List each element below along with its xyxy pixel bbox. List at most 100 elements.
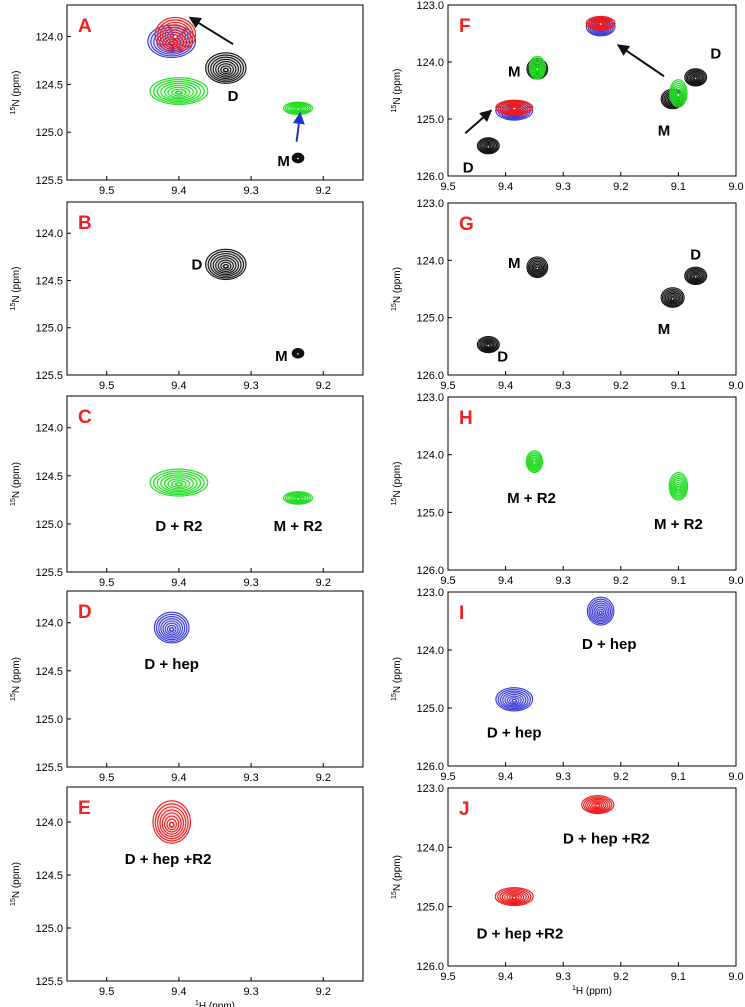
y-tick-label-g-3: 126.0 bbox=[416, 370, 444, 382]
panel-label-j: J bbox=[459, 799, 470, 820]
x-tick-label-i-3: 9.2 bbox=[613, 771, 628, 783]
y-tick-label-c-1: 124.5 bbox=[35, 471, 63, 483]
peak-label-f-2: M bbox=[658, 122, 671, 139]
x-tick-label-e-0: 9.5 bbox=[99, 986, 114, 998]
y-tick-label-j-2: 125.0 bbox=[416, 902, 444, 914]
y-tick-label-i-1: 124.0 bbox=[416, 645, 444, 657]
panel-label-d: D bbox=[78, 602, 92, 623]
y-tick-label-j-3: 126.0 bbox=[416, 961, 444, 973]
y-tick-label-b-2: 125.0 bbox=[35, 323, 63, 335]
peak-h-0-green bbox=[525, 450, 544, 474]
y-axis-label-f: 15N (ppm) bbox=[391, 69, 403, 113]
peak-g-1-black bbox=[526, 256, 549, 279]
x-tick-label-j-0: 9.5 bbox=[440, 971, 455, 983]
y-tick-label-d-1: 124.5 bbox=[35, 666, 63, 678]
x-tick-label-c-2: 9.3 bbox=[243, 577, 258, 589]
x-tick-label-j-3: 9.2 bbox=[613, 971, 628, 983]
y-axis-label-g: 15N (ppm) bbox=[391, 267, 403, 311]
x-tick-label-d-3: 9.2 bbox=[316, 772, 331, 784]
y-tick-label-g-1: 124.0 bbox=[416, 255, 444, 267]
x-tick-label-j-5: 9.0 bbox=[728, 971, 743, 983]
peak-label-j-1: D + hep +R2 bbox=[477, 925, 564, 942]
peak-j-0-red bbox=[581, 795, 615, 815]
peak-a-1-green bbox=[149, 77, 209, 106]
x-tick-label-i-5: 9.0 bbox=[728, 771, 743, 783]
y-tick-label-i-2: 125.0 bbox=[416, 703, 444, 715]
peak-g-2-black bbox=[660, 287, 685, 308]
shift-arrow-a-0 bbox=[188, 16, 234, 46]
plot-frame-e bbox=[66, 786, 364, 982]
y-tick-label-b-3: 125.5 bbox=[35, 370, 63, 382]
peak-label-f-0: M bbox=[508, 64, 521, 81]
y-axis-label-d: 15N (ppm) bbox=[10, 657, 22, 701]
y-tick-label-h-0: 123.0 bbox=[416, 392, 444, 404]
x-tick-label-h-4: 9.1 bbox=[671, 575, 686, 587]
peak-label-i-1: D + hep bbox=[487, 724, 542, 741]
y-axis-label-e: 15N (ppm) bbox=[10, 862, 22, 906]
peak-label-b-1: M bbox=[275, 348, 288, 365]
y-tick-label-d-0: 124.0 bbox=[35, 618, 63, 630]
y-axis-label-h: 15N (ppm) bbox=[391, 462, 403, 506]
y-tick-label-d-2: 125.0 bbox=[35, 714, 63, 726]
y-tick-label-a-3: 125.5 bbox=[35, 175, 63, 187]
x-tick-label-g-5: 9.0 bbox=[728, 380, 743, 392]
x-tick-label-g-0: 9.5 bbox=[440, 380, 455, 392]
peak-label-a-0: D bbox=[228, 88, 239, 105]
peak-label-d-0: D + hep bbox=[144, 656, 199, 673]
peak-e-0-red bbox=[152, 800, 192, 844]
x-tick-label-d-0: 9.5 bbox=[99, 772, 114, 784]
peak-c-0-green bbox=[149, 468, 209, 497]
x-axis-label-j: 1H (ppm) bbox=[572, 985, 612, 997]
peak-f-9-red bbox=[585, 15, 616, 31]
x-tick-label-c-3: 9.2 bbox=[316, 577, 331, 589]
panel-label-g: G bbox=[459, 214, 474, 235]
peak-f-7-red bbox=[495, 99, 534, 116]
x-tick-label-a-3: 9.2 bbox=[316, 185, 331, 197]
y-tick-label-f-1: 124.0 bbox=[416, 57, 444, 69]
shift-arrow-f-1 bbox=[616, 44, 665, 78]
x-tick-label-b-1: 9.4 bbox=[171, 380, 186, 392]
peak-d-0-blue bbox=[153, 611, 190, 644]
peak-label-c-0: D + R2 bbox=[155, 518, 202, 535]
shift-arrow-f-0 bbox=[464, 109, 493, 135]
x-tick-label-i-1: 9.4 bbox=[498, 771, 513, 783]
x-tick-label-i-2: 9.3 bbox=[556, 771, 571, 783]
peak-label-b-0: D bbox=[192, 256, 203, 273]
y-tick-label-e-2: 125.0 bbox=[35, 923, 63, 935]
x-tick-label-h-0: 9.5 bbox=[440, 575, 455, 587]
x-tick-label-c-0: 9.5 bbox=[99, 577, 114, 589]
panel-label-c: C bbox=[78, 407, 92, 428]
y-tick-label-c-0: 124.0 bbox=[35, 423, 63, 435]
y-tick-label-e-3: 125.5 bbox=[35, 976, 63, 988]
peak-g-3-black bbox=[684, 266, 708, 285]
x-tick-label-b-2: 9.3 bbox=[243, 380, 258, 392]
x-tick-label-j-4: 9.1 bbox=[671, 971, 686, 983]
peak-b-1-black bbox=[291, 347, 305, 359]
y-tick-label-f-3: 126.0 bbox=[416, 171, 444, 183]
y-tick-label-c-2: 125.0 bbox=[35, 519, 63, 531]
y-tick-label-i-3: 126.0 bbox=[416, 761, 444, 773]
x-tick-label-g-3: 9.2 bbox=[613, 380, 628, 392]
x-tick-label-j-1: 9.4 bbox=[498, 971, 513, 983]
panel-label-f: F bbox=[459, 16, 471, 37]
x-tick-label-a-1: 9.4 bbox=[171, 185, 186, 197]
x-tick-label-f-2: 9.3 bbox=[556, 181, 571, 193]
peak-f-4-green bbox=[528, 55, 546, 80]
peak-g-0-black bbox=[476, 336, 500, 354]
peak-i-0-blue bbox=[586, 596, 615, 626]
x-tick-label-i-0: 9.5 bbox=[440, 771, 455, 783]
x-tick-label-h-1: 9.4 bbox=[498, 575, 513, 587]
plot-frame-b bbox=[66, 201, 364, 376]
x-tick-label-e-3: 9.2 bbox=[316, 986, 331, 998]
panel-label-b: B bbox=[78, 213, 92, 234]
y-tick-label-g-0: 123.0 bbox=[416, 198, 444, 210]
peak-i-1-blue bbox=[495, 687, 534, 712]
